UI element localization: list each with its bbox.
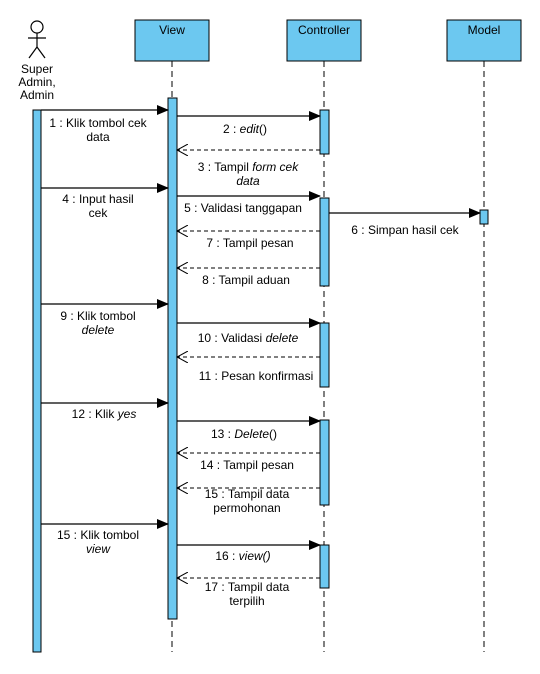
message-label-5: 5 : Validasi tanggapan bbox=[184, 201, 302, 215]
message-label-text: form cek bbox=[252, 160, 299, 174]
actor-name-line: Admin bbox=[20, 88, 54, 102]
message-label-11: 11 : Pesan konfirmasi bbox=[199, 369, 314, 383]
message-label-text: () bbox=[269, 427, 277, 441]
message-label-text: 4 : Input hasil bbox=[62, 192, 133, 206]
message-label-text: data bbox=[86, 130, 110, 144]
message-label-text: 15 : Klik tombol bbox=[57, 528, 139, 542]
message-label-text: data bbox=[236, 174, 260, 188]
actor-name-line: Super bbox=[21, 62, 53, 76]
message-label-text: () bbox=[259, 122, 267, 136]
lifeline-model-label: Model bbox=[468, 23, 501, 37]
lifeline-controller: Controller bbox=[286, 19, 362, 62]
activation-controller-3 bbox=[319, 322, 330, 388]
message-label-text: 3 : Tampil bbox=[198, 160, 252, 174]
message-label-text: 13 : bbox=[211, 427, 234, 441]
message-label-text: 10 : Validasi bbox=[198, 331, 266, 345]
lifeline-view: View bbox=[134, 19, 210, 62]
activation-actor bbox=[32, 109, 42, 653]
message-label-text: 14 : Tampil pesan bbox=[200, 458, 294, 472]
actor-right-leg bbox=[36, 46, 46, 59]
message-label-text: yes bbox=[117, 407, 137, 421]
message-label-7: 7 : Tampil pesan bbox=[206, 236, 293, 250]
message-label-text: terpilih bbox=[229, 594, 264, 608]
activation-controller-1 bbox=[319, 109, 330, 155]
message-label-text: 16 : bbox=[215, 549, 238, 563]
message-label-text: delete bbox=[82, 323, 115, 337]
lifeline-controller-header bbox=[286, 19, 362, 62]
lifeline-controller-label: Controller bbox=[298, 23, 350, 37]
message-label-text: delete bbox=[266, 331, 299, 345]
message-label-8: 8 : Tampil aduan bbox=[202, 273, 290, 287]
message-label-14: 14 : Tampil pesan bbox=[200, 458, 294, 472]
message-label-12: 12 : Klik yes bbox=[72, 407, 137, 421]
message-label-text: 5 : Validasi tanggapan bbox=[184, 201, 302, 215]
activation-view bbox=[167, 97, 178, 620]
message-label-text: edit bbox=[240, 122, 260, 136]
message-label-text: 2 : bbox=[223, 122, 240, 136]
message-label-text: view bbox=[86, 542, 111, 556]
message-label-text: permohonan bbox=[213, 501, 280, 515]
message-label-text: 12 : Klik bbox=[72, 407, 118, 421]
activation-controller-4 bbox=[319, 419, 330, 506]
message-label-text: Delete bbox=[234, 427, 269, 441]
lifeline-model-header bbox=[446, 19, 522, 62]
actor-head-icon bbox=[30, 20, 44, 34]
message-label-text: 9 : Klik tombol bbox=[60, 309, 135, 323]
lifeline-view-header bbox=[134, 19, 210, 62]
message-label-6: 6 : Simpan hasil cek bbox=[351, 223, 459, 237]
lifeline-model: Model bbox=[446, 19, 522, 62]
actor-name-line: Admin, bbox=[18, 75, 55, 89]
activation-model bbox=[479, 209, 489, 225]
message-label-text: cek bbox=[89, 206, 109, 220]
message-label-text: 11 : Pesan konfirmasi bbox=[199, 369, 314, 383]
actor-super-admin: Super Admin, Admin bbox=[18, 20, 56, 102]
message-label-text: 15 : Tampil data bbox=[205, 487, 290, 501]
message-label-text: 17 : Tampil data bbox=[205, 580, 290, 594]
message-label-13: 13 : Delete() bbox=[211, 427, 277, 441]
message-label-text: 8 : Tampil aduan bbox=[202, 273, 290, 287]
message-label-text: view() bbox=[239, 549, 271, 563]
message-label-16: 16 : view() bbox=[215, 549, 270, 563]
message-label-text: 1 : Klik tombol cek bbox=[49, 116, 147, 130]
lifeline-view-label: View bbox=[159, 23, 185, 37]
activation-controller-2 bbox=[319, 197, 330, 287]
message-label-text: 7 : Tampil pesan bbox=[206, 236, 293, 250]
message-label-text: 6 : Simpan hasil cek bbox=[351, 223, 459, 237]
actor-left-leg bbox=[28, 46, 38, 59]
activation-controller-5 bbox=[319, 544, 330, 589]
message-label-10: 10 : Validasi delete bbox=[198, 331, 299, 345]
message-label-2: 2 : edit() bbox=[223, 122, 267, 136]
